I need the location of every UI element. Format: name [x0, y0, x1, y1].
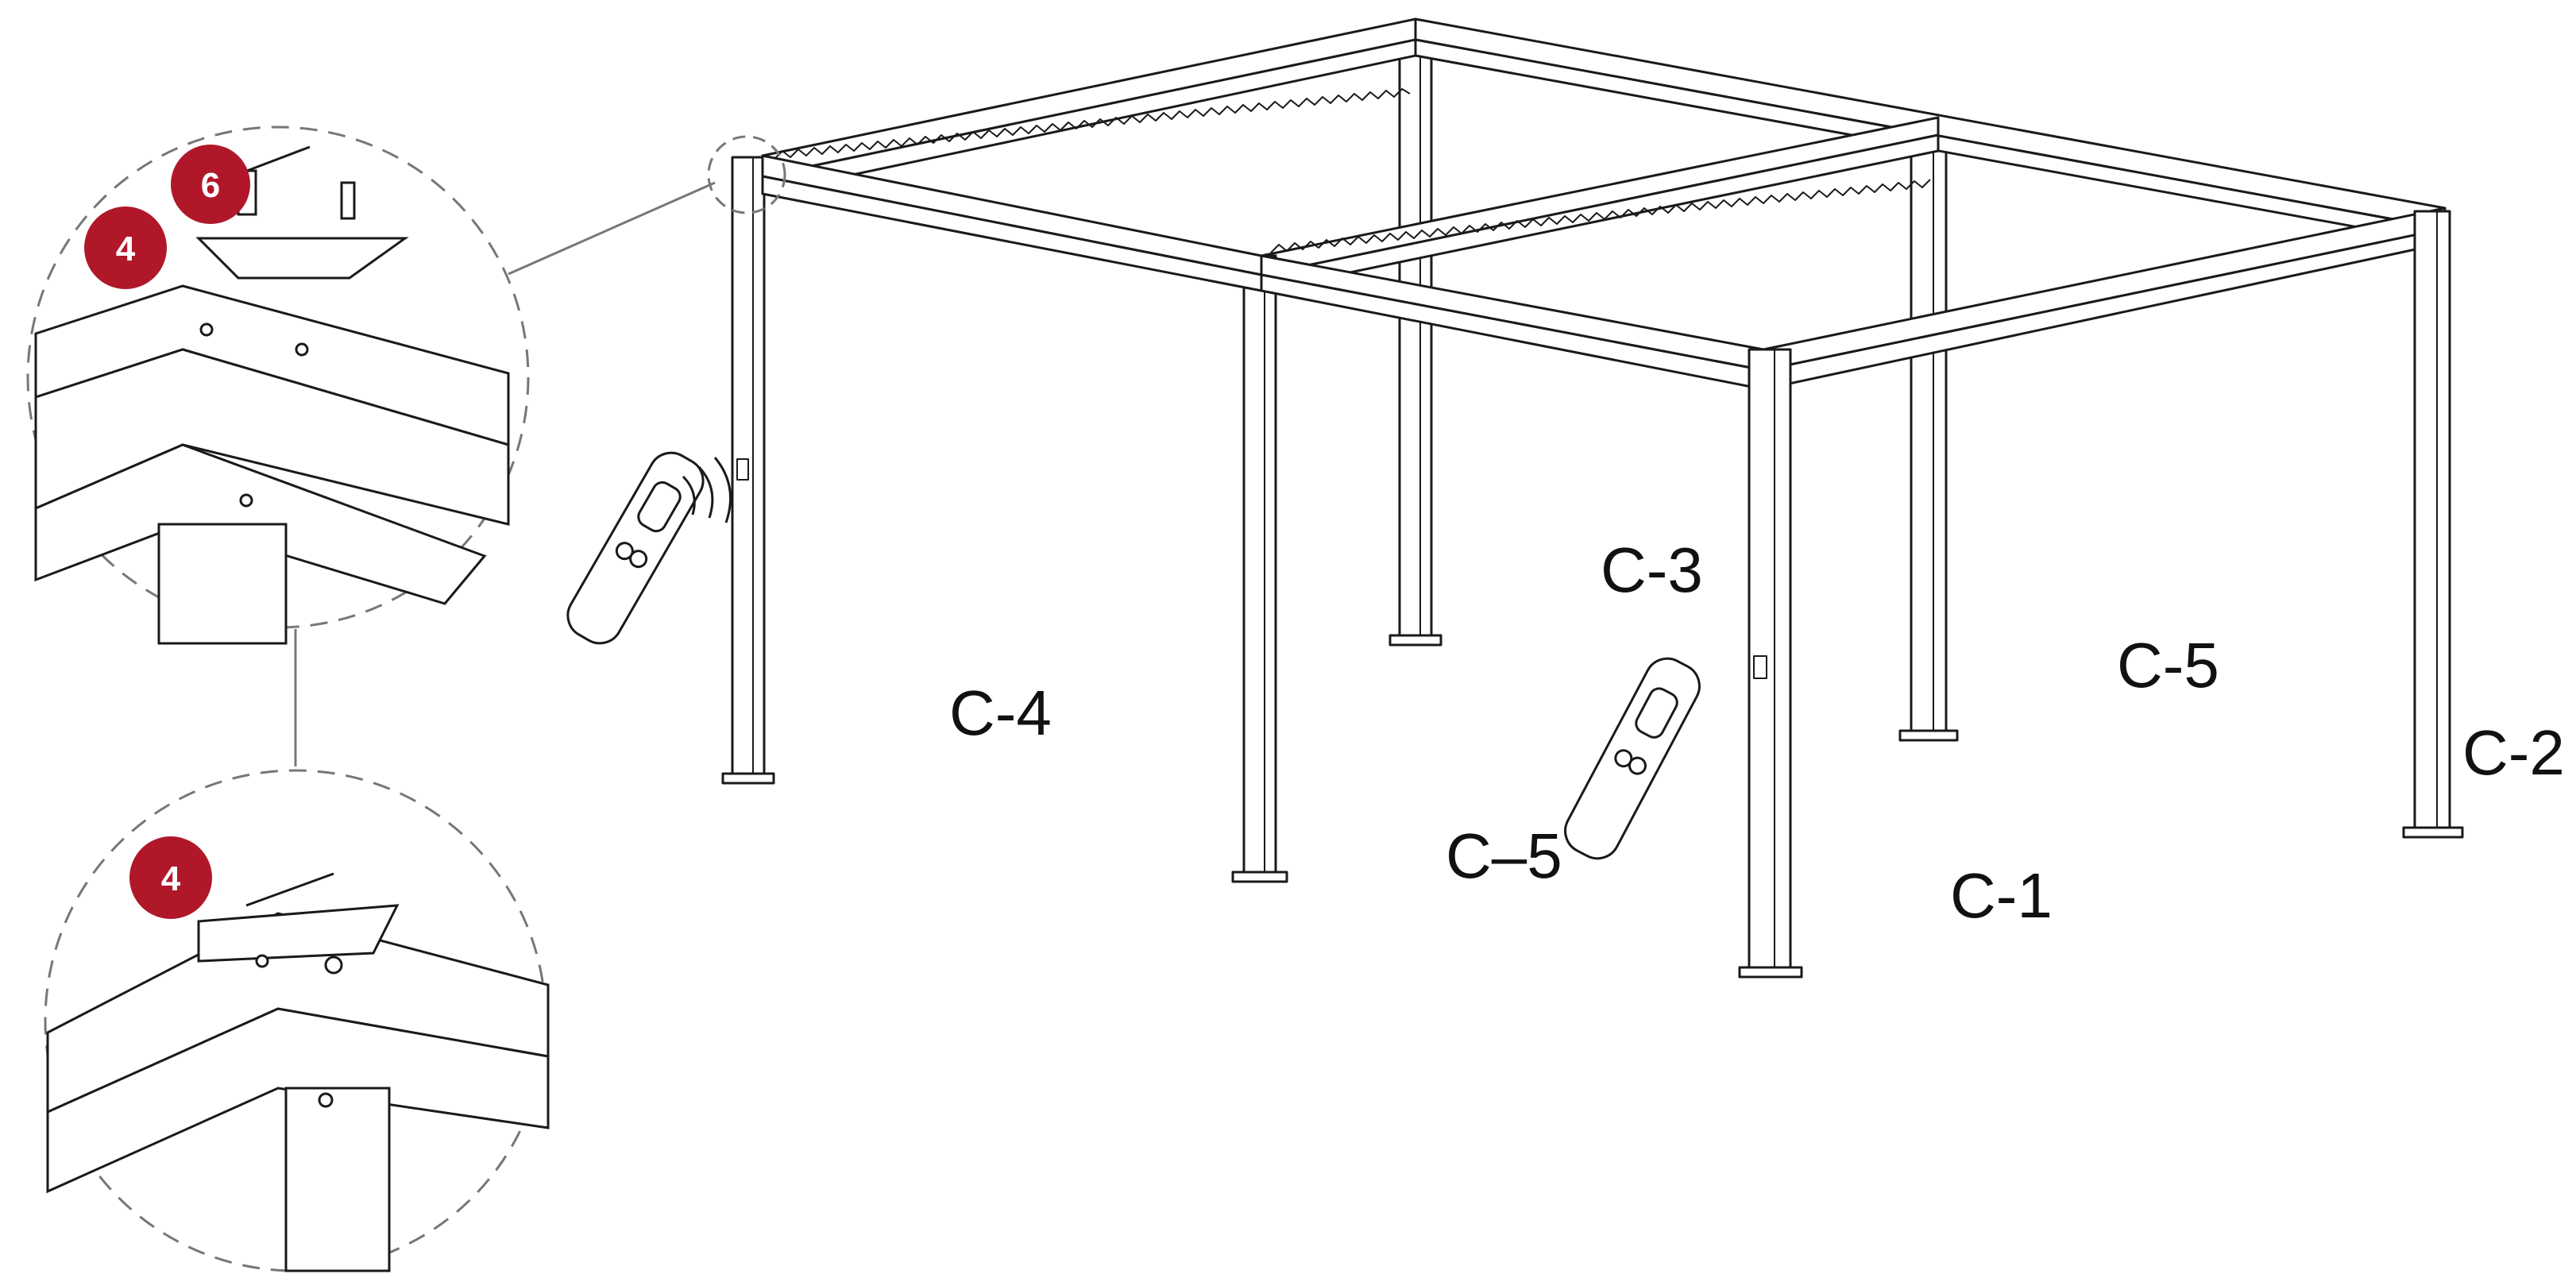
label-c5-remote: C–5 [1446, 820, 1562, 891]
callout-target-ring [707, 135, 786, 214]
beam-back-left [761, 17, 1417, 195]
beam-middle-transverse [1260, 116, 1940, 292]
post-front-mid-left [1231, 254, 1288, 883]
post-back-middle [1898, 145, 1959, 742]
louvre-teeth-middle [1270, 179, 1931, 253]
svg-text:4: 4 [161, 859, 181, 898]
label-c5-right: C-5 [2117, 630, 2219, 701]
callout-top-leader [508, 181, 716, 276]
post-front-left [721, 156, 775, 785]
beam-front-middle [1260, 254, 1765, 391]
remote-control-center [1564, 657, 1701, 860]
svg-text:6: 6 [201, 166, 220, 205]
svg-text:4: 4 [116, 230, 136, 268]
callout-top [26, 125, 530, 645]
remote-control-left [566, 451, 732, 645]
badge-four-bottom: 4 [129, 836, 212, 919]
post-back-center [1388, 54, 1442, 647]
pergola-frame [721, 17, 2464, 979]
beam-front-left [761, 154, 1263, 292]
louvre-teeth-back [774, 88, 1411, 160]
label-c4: C-4 [949, 678, 1052, 748]
label-c1: C-1 [1950, 860, 2053, 931]
label-c2: C-2 [2462, 717, 2565, 788]
post-back-right [2402, 210, 2464, 839]
badge-six: 6 [171, 145, 250, 224]
post-front-right [1738, 348, 1803, 979]
beam-front-right [1762, 207, 2447, 391]
badge-four-top: 4 [84, 207, 167, 289]
label-c3: C-3 [1601, 535, 1703, 605]
callout-bottom [44, 769, 550, 1272]
